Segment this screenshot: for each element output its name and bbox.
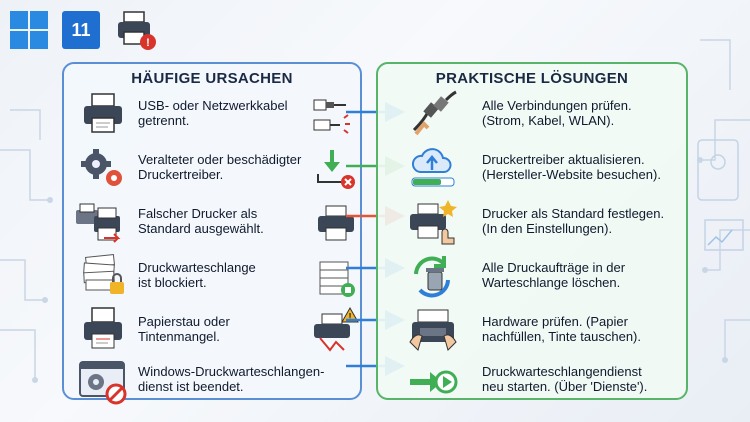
solution-row-6: Druckwarteschlangendienst neu starten. (… — [378, 358, 686, 408]
solutions-title: PRAKTISCHE LÖSUNGEN — [435, 70, 629, 87]
cause-3-line2: Standard ausgewählt. — [138, 221, 264, 236]
solution-2-line2: (Hersteller-Website besuchen). — [482, 167, 661, 182]
cause-row-1: USB- oder Netzwerkkabel getrennt. — [64, 90, 360, 140]
causes-title: HÄUFIGE URSACHEN — [131, 70, 293, 87]
solution-1-line1: Alle Verbindungen prüfen. — [482, 98, 632, 113]
cause-3-line1: Falscher Drucker als — [138, 206, 258, 221]
windows-logo-icon — [10, 11, 48, 49]
printer-icon — [84, 93, 122, 133]
solution-1-line2: (Strom, Kabel, WLAN). — [482, 113, 615, 128]
solution-row-1: Alle Verbindungen prüfen. (Strom, Kabel,… — [378, 90, 686, 140]
cause-row-4: Druckwarteschlange ist blockiert. — [64, 252, 360, 302]
cause-row-6: Windows-Druckwarteschlangen- dienst ist … — [64, 358, 360, 408]
solutions-panel: PRAKTISCHE LÖSUNGEN Alle Verbindungen pr… — [376, 62, 688, 400]
solution-6-line2: neu starten. (Über 'Dienste'). — [482, 379, 648, 394]
cause-2-line2: Druckertreiber. — [138, 167, 224, 182]
solution-6-line1: Druckwarteschlangendienst — [482, 364, 642, 379]
hands-printer-icon — [409, 309, 457, 351]
cause-4-line2: ist blockiert. — [138, 275, 207, 290]
windows-11-badge: 11 — [62, 11, 100, 49]
svg-text:!: ! — [348, 312, 351, 323]
gears-icon — [81, 149, 122, 186]
solution-4-line1: Alle Druckaufträge in der — [482, 260, 626, 275]
cause-5-line1: Papierstau oder — [138, 314, 230, 329]
cause-6-line2: dienst ist beendet. — [138, 379, 244, 394]
printer-star-icon — [410, 200, 457, 245]
top-icons: 11 ! — [10, 8, 158, 52]
printer-jam-warning-icon: ! — [314, 306, 359, 352]
solution-3-line1: Drucker als Standard festlegen. — [482, 206, 665, 221]
cause-5-line2: Tintenmangel. — [138, 329, 220, 344]
document-stack-icon — [319, 261, 355, 297]
cause-1-line1: USB- oder Netzwerkkabel — [138, 98, 288, 113]
causes-panel: HÄUFIGE URSACHEN USB- oder Netzwerkkabel… — [62, 62, 362, 405]
printer-error-icon: ! — [118, 11, 156, 50]
cause-row-5: Papierstau oder Tintenmangel. ! — [64, 306, 360, 356]
service-stopped-icon — [79, 361, 127, 405]
windows-11-label: 11 — [71, 19, 91, 40]
cause-row-3: Falscher Drucker als Standard ausgewählt… — [64, 198, 360, 248]
printer-small-icon — [318, 205, 354, 241]
solution-5-line1: Hardware prüfen. (Papier — [482, 314, 628, 329]
restart-play-icon — [410, 370, 458, 394]
cause-1-line2: getrennt. — [138, 113, 190, 128]
cause-row-2: Veralteter oder beschädigter Druckertrei… — [64, 144, 360, 194]
cause-4-line1: Druckwarteschlange — [138, 260, 256, 275]
refresh-trash-icon — [414, 256, 450, 298]
unplugged-cable-icon — [313, 99, 350, 134]
solution-5-line2: nachfüllen, Tinte tauschen). — [482, 329, 641, 344]
solution-row-4: Alle Druckaufträge in der Warteschlange … — [378, 252, 686, 302]
svg-text:!: ! — [146, 37, 150, 49]
cause-6-line1: Windows-Druckwarteschlangen- — [138, 364, 325, 379]
cause-2-line1: Veralteter oder beschädigter — [138, 152, 302, 167]
cloud-update-icon — [411, 148, 455, 187]
solution-4-line2: Warteschlange löschen. — [482, 275, 621, 290]
download-error-icon — [317, 150, 355, 189]
solution-row-5: Hardware prüfen. (Papier nachfüllen, Tin… — [378, 306, 686, 356]
solution-row-3: Drucker als Standard festlegen. (In den … — [378, 198, 686, 248]
printer-paper-jam-icon — [84, 307, 122, 349]
solution-3-line2: (In den Einstellungen). — [482, 221, 613, 236]
solution-2-line1: Druckertreiber aktualisieren. — [482, 152, 645, 167]
solution-row-2: Druckertreiber aktualisieren. (Herstelle… — [378, 144, 686, 194]
plug-connect-icon — [412, 90, 457, 136]
printers-switch-icon — [76, 203, 121, 243]
document-stack-lock-icon — [83, 254, 124, 294]
